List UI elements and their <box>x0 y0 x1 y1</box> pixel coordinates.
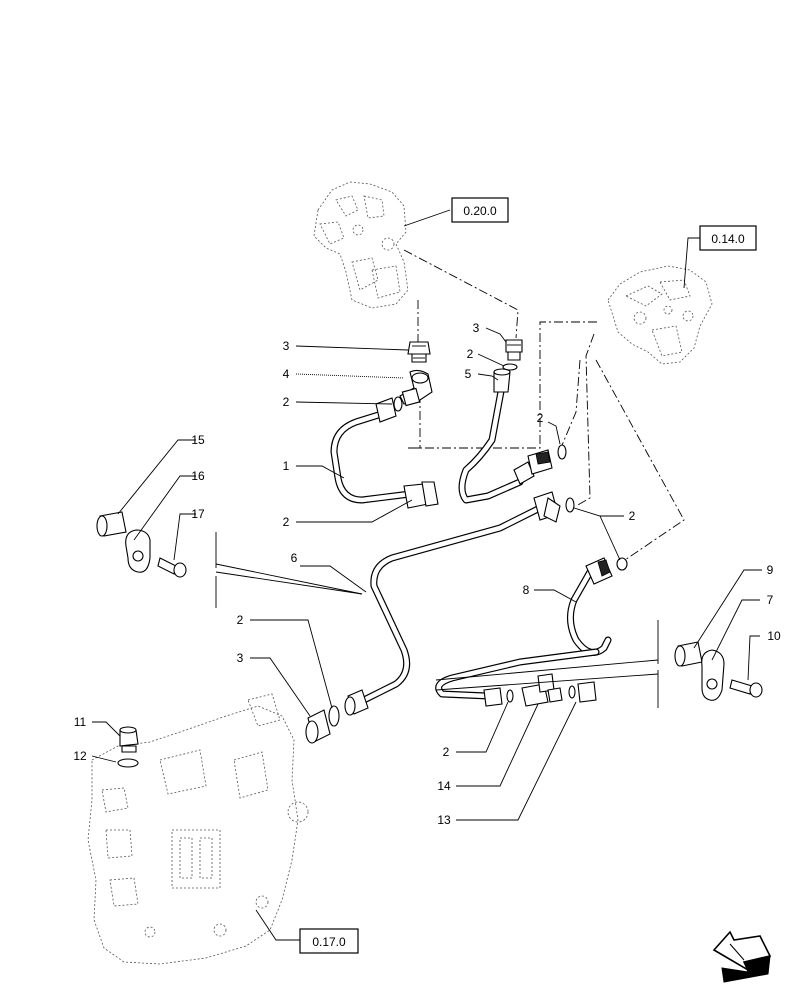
fitting-2-14-13-group <box>483 673 597 707</box>
ref-box-0-17-0[interactable]: 0.17.0 <box>255 909 359 954</box>
clamp-7 <box>701 649 725 701</box>
washer-2-lower-left <box>328 705 340 727</box>
callout-labels: 3 4 2 1 2 3 2 5 2 2 15 16 17 6 8 9 7 10 … <box>73 321 781 827</box>
sleeve-9 <box>674 641 703 667</box>
callout-8-tube[interactable]: 8 <box>523 583 530 597</box>
ref-box-0-20-0[interactable]: 0.20.0 <box>403 197 509 227</box>
callout-10-screw[interactable]: 10 <box>767 629 781 643</box>
ref-label-0-17-0: 0.17.0 <box>312 935 346 949</box>
tube-5 <box>458 368 553 504</box>
callout-2-washer[interactable]: 2 <box>443 745 450 759</box>
callout-16-clamp[interactable]: 16 <box>191 469 205 483</box>
callout-14-fitting[interactable]: 14 <box>437 779 451 793</box>
washer-2-right-upper <box>557 444 567 460</box>
ghost-injection-pump <box>607 265 713 365</box>
callout-1-tube[interactable]: 1 <box>283 459 290 473</box>
callout-2-washer[interactable]: 2 <box>283 395 290 409</box>
washer-2-right-middle <box>565 497 575 513</box>
tube-1 <box>330 397 439 509</box>
callout-9-sleeve[interactable]: 9 <box>767 563 774 577</box>
tube-8 <box>435 557 613 700</box>
callout-leaders <box>91 327 762 821</box>
plug-11 <box>119 726 139 753</box>
washer-2-right-lower <box>616 557 628 571</box>
tube-6 <box>344 491 561 716</box>
next-page-arrow-icon[interactable] <box>712 930 772 983</box>
callout-11-plug[interactable]: 11 <box>74 715 87 729</box>
callout-12-washer[interactable]: 12 <box>73 749 87 763</box>
ghost-engine-block <box>87 693 309 965</box>
callout-3-adapter[interactable]: 3 <box>473 321 480 335</box>
clamp-16 <box>125 529 151 573</box>
bracket-lines <box>215 532 659 708</box>
callout-4-elbow[interactable]: 4 <box>283 367 290 381</box>
washer-12 <box>117 758 139 768</box>
callout-2-washer[interactable]: 2 <box>467 347 474 361</box>
callout-7-clamp[interactable]: 7 <box>767 593 774 607</box>
ref-box-0-14-0[interactable]: 0.14.0 <box>683 225 757 289</box>
washer-2-top-left <box>393 396 403 412</box>
callout-2-washer[interactable]: 2 <box>237 613 244 627</box>
callout-3-adapter[interactable]: 3 <box>237 651 244 665</box>
adapter-3-center <box>505 339 523 361</box>
assembly-center-lines <box>403 249 685 563</box>
adapter-3-lower-left <box>305 709 331 744</box>
ref-label-0-20-0: 0.20.0 <box>463 204 497 218</box>
ref-label-0-14-0: 0.14.0 <box>711 232 745 246</box>
callout-6-tube[interactable]: 6 <box>291 551 298 565</box>
callout-5-tube[interactable]: 5 <box>465 367 472 381</box>
callout-3-adapter[interactable]: 3 <box>283 339 290 353</box>
ghost-valve-block-top <box>313 181 409 309</box>
screw-10 <box>729 679 763 698</box>
callout-2-washer[interactable]: 2 <box>629 509 636 523</box>
washer-2-center <box>502 363 518 371</box>
callout-2-washer[interactable]: 2 <box>537 411 544 425</box>
screw-17 <box>157 557 187 578</box>
callout-17-screw[interactable]: 17 <box>191 507 205 521</box>
adapter-3-top <box>407 341 431 363</box>
elbow-4 <box>399 369 433 407</box>
callout-2-washer[interactable]: 2 <box>283 515 290 529</box>
sleeve-15 <box>96 511 127 537</box>
callout-15-sleeve[interactable]: 15 <box>191 433 205 447</box>
callout-13-adapter[interactable]: 13 <box>437 813 451 827</box>
